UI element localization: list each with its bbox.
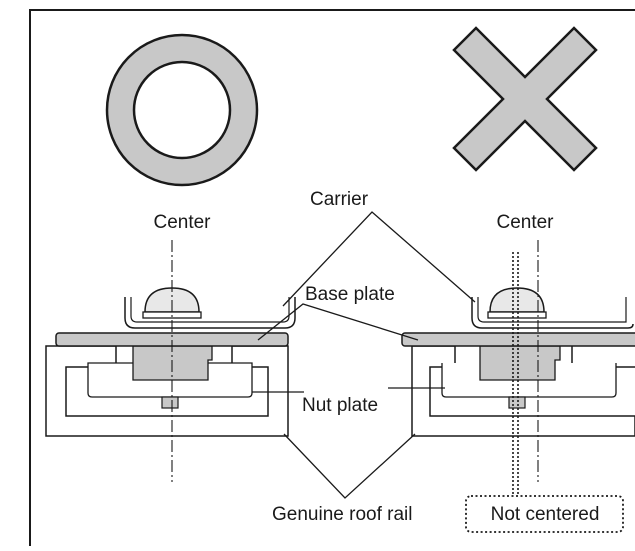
- roof-rail-right: [411, 345, 635, 437]
- base-plate-right: [401, 332, 635, 347]
- carrier-label: Carrier: [310, 189, 369, 210]
- frame-border: [29, 9, 635, 546]
- carrier-left: [124, 297, 296, 329]
- bolt-tip-left: [161, 396, 179, 409]
- right-assembly: [401, 240, 635, 496]
- center-label-right: Center: [496, 212, 554, 233]
- carrier-right: [471, 297, 634, 329]
- not-centered-label: Not centered: [491, 504, 600, 525]
- incorrect-cross-icon: [452, 26, 598, 172]
- bolt-head-right: [489, 287, 545, 313]
- base-plate-leader-lines: [257, 303, 419, 341]
- nut-plate-label: Nut plate: [302, 395, 378, 416]
- center-label-left: Center: [153, 212, 211, 233]
- genuine-roof-rail-label: Genuine roof rail: [272, 504, 412, 525]
- base-plate-label: Base plate: [305, 284, 395, 305]
- carrier-leader-lines: [282, 211, 476, 307]
- not-centered-box: [465, 495, 624, 533]
- nut-body-right: [479, 345, 561, 381]
- bolt-tip-right: [508, 396, 526, 409]
- left-assembly: [45, 240, 296, 482]
- roof-rail-leader-lines: [283, 433, 416, 499]
- correct-circle-icon: [105, 33, 259, 187]
